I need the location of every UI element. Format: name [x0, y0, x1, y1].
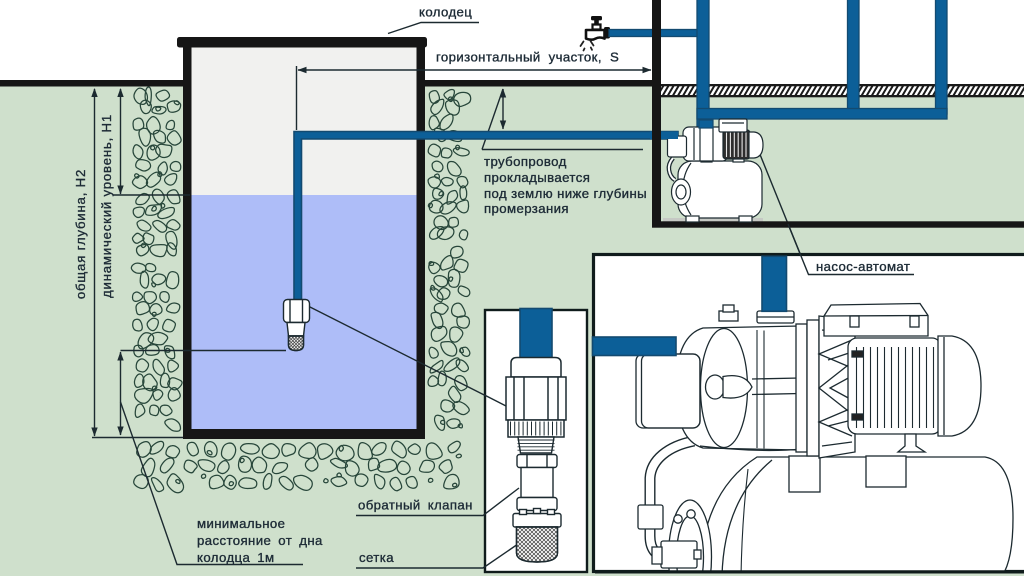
- svg-text:колодец: колодец: [419, 5, 472, 20]
- svg-text:минимальное: минимальное: [197, 516, 285, 531]
- svg-text:общая глубина, Н2: общая глубина, Н2: [73, 169, 88, 299]
- svg-text:горизонтальный участок, S: горизонтальный участок, S: [436, 50, 619, 65]
- svg-text:сетка: сетка: [359, 550, 394, 565]
- svg-text:динамический уровень, Н1: динамический уровень, Н1: [99, 114, 114, 298]
- svg-text:трубопровод: трубопровод: [484, 154, 567, 169]
- svg-text:прокладывается: прокладывается: [484, 170, 590, 185]
- svg-text:насос-автомат: насос-автомат: [816, 259, 910, 274]
- svg-text:промерзания: промерзания: [484, 201, 569, 216]
- svg-text:расстояние от дна: расстояние от дна: [197, 533, 323, 548]
- svg-text:колодца 1м: колодца 1м: [197, 550, 275, 565]
- svg-text:обратный клапан: обратный клапан: [358, 498, 473, 513]
- svg-text:под землю ниже глубины: под землю ниже глубины: [484, 186, 647, 201]
